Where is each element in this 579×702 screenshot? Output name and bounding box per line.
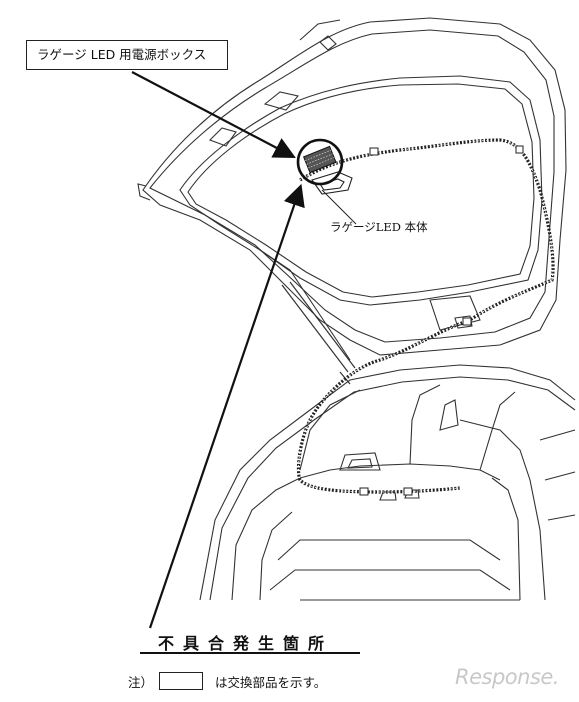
defect-location-underline	[140, 652, 360, 654]
led-body-leader-line	[321, 189, 357, 225]
defect-location-title: 不具合発生箇所	[158, 634, 334, 653]
response-watermark: Response.	[455, 665, 559, 689]
defect-location-arrow	[148, 183, 305, 629]
led-body-label: ラゲージLED 本体	[330, 220, 428, 234]
wire-harness	[296, 138, 555, 496]
power-box-arrow	[131, 71, 296, 159]
luggage-led-body	[311, 171, 353, 195]
legend-note-prefix: 注）	[128, 674, 154, 690]
legend-note-text: は交換部品を示す。	[215, 674, 327, 690]
legend-note: 注） は交換部品を示す。	[128, 670, 326, 692]
power-box-label: ラゲージ LED 用電源ボックス	[26, 40, 228, 70]
gas-strut	[281, 281, 356, 385]
tailgate-outline	[137, 17, 567, 361]
legend-swatch	[159, 672, 204, 690]
power-box-highlight-circle	[296, 138, 344, 186]
cargo-area-outline	[199, 364, 576, 601]
led-power-box	[302, 145, 337, 174]
